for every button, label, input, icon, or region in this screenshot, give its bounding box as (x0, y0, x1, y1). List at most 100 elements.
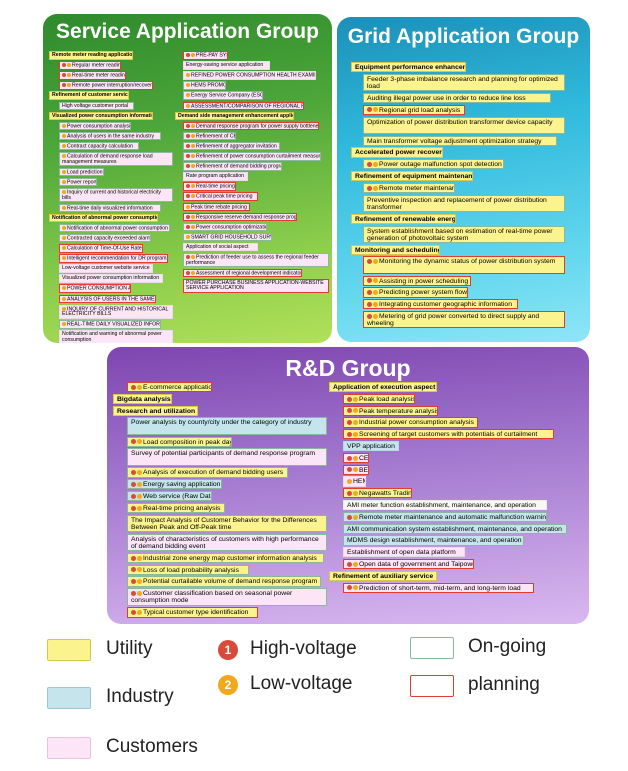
application-item: Prediction of feeder use to assess the r… (183, 253, 329, 268)
low-voltage-icon (191, 133, 195, 138)
rnd-group-title: R&D Group (285, 355, 411, 381)
item-label: Potential curtailable volume of demand r… (143, 578, 318, 586)
item-label: ASSESSMENT/COMPARISON OF REGIONAL POWER … (191, 102, 303, 109)
item-label: Visualized power consumption information (52, 112, 153, 119)
item-label: Responsive reserve demand response progr… (196, 213, 297, 220)
legend-planning: planning (468, 674, 540, 695)
item-label: Establishment of open data platform (347, 549, 456, 557)
item-label: Assisting in power scheduling (379, 277, 469, 285)
low-voltage-icon (191, 154, 195, 158)
high-voltage-icon (347, 431, 352, 437)
high-voltage-icon (131, 555, 136, 561)
item-label: Inquiry of current and historical electr… (62, 189, 161, 201)
low-voltage-icon (62, 189, 66, 194)
item-label: Visualized power consumption information (62, 275, 160, 282)
application-item: Power analysis by county/city under the … (127, 417, 327, 435)
application-item: Survey of potential participants of dema… (127, 448, 327, 466)
low-voltage-icon (62, 286, 66, 291)
application-item: Refinement of CBL (183, 131, 236, 141)
item-label: Refinement of power consumption curtailm… (196, 153, 322, 160)
application-item: Inquiry of current and historical electr… (59, 187, 173, 203)
low-voltage-icon (353, 490, 358, 496)
item-label: Bigdata analysis (117, 395, 171, 403)
item-label: POWER PURCHASE BUSINESS APPLICATION-WEBS… (186, 279, 324, 292)
application-item: Load prediction (59, 167, 105, 177)
application-item: Load composition in peak day (127, 436, 232, 447)
application-item: Power consumption analysis (59, 121, 132, 131)
application-item: Calculation of Time-Of-Use Rate (59, 244, 144, 253)
application-item: Monitoring the dynamic status of power d… (363, 256, 565, 274)
item-label: Integrating customer geographic informat… (379, 301, 512, 309)
low-voltage-icon (62, 322, 66, 327)
item-label: Monitoring the dynamic status of power d… (379, 258, 556, 266)
item-label: Application of social aspect (186, 243, 249, 250)
application-item: SMART GRID HOUSEHOLD SURVEILLANCE (183, 232, 273, 242)
low-voltage-icon (137, 470, 142, 476)
low-voltage-icon (191, 184, 195, 189)
high-voltage-icon (347, 396, 352, 402)
application-item: INQUIRY OF CURRENT AND HISTORICAL ELECTR… (59, 304, 173, 319)
low-voltage-icon (191, 164, 195, 169)
application-item: Peak temperature analysis (343, 405, 439, 416)
low-voltage-icon (373, 313, 378, 319)
item-label: Peak load analysis (359, 395, 415, 403)
legend-utility: Utility (106, 638, 153, 659)
item-label: Contracted capacity exceeded alarm (67, 235, 151, 242)
category-header: Refinement of customer service (49, 91, 129, 100)
high-voltage-icon (186, 224, 190, 229)
high-voltage-icon (367, 107, 372, 113)
item-label: Energy-saving service application (186, 62, 264, 69)
application-item: Energy-saving service application (183, 61, 270, 70)
item-label: Monitoring and scheduling (355, 246, 440, 254)
item-label: Equipment performance enhancement (355, 64, 465, 71)
legend-low-voltage: Low-voltage (250, 673, 353, 694)
item-label: Notification of abnormal power consumpti… (67, 225, 168, 232)
item-label: Optimization of power distribution trans… (367, 118, 553, 126)
application-item: Real-time meter reading (59, 71, 127, 80)
high-voltage-icon (347, 467, 352, 473)
low-voltage-icon (62, 205, 66, 210)
high-voltage-icon (367, 301, 372, 307)
low-voltage-icon (186, 83, 190, 88)
application-item: HEMS (343, 476, 366, 487)
category-header: Refinement of equipment maintenance (351, 171, 473, 182)
high-voltage-icon (367, 259, 372, 265)
service-group-title: Service Application Group (56, 20, 319, 43)
application-item: Power report (59, 177, 97, 187)
item-label: Peak temperature analysis (359, 407, 439, 415)
item-label: PRE-PAY SYSTEM (196, 52, 227, 59)
low-voltage-icon (137, 579, 142, 585)
application-item: MDMS design establishment, maintenance, … (343, 535, 524, 546)
item-label: Real-time meter reading (72, 72, 127, 79)
application-item: ANALYSIS OF USERS IN THE SAME REGION (59, 294, 156, 304)
low-voltage-icon (186, 234, 190, 239)
item-label: REFINED POWER CONSUMPTION HEALTH EXAMINA… (191, 72, 315, 79)
application-item: Demand response program for power supply… (183, 121, 319, 131)
application-item: Notification and warning of abnormal pow… (59, 330, 173, 343)
high-voltage-icon (131, 384, 136, 390)
high-voltage-icon (131, 567, 136, 573)
application-item: Screening of target customers with poten… (343, 429, 554, 440)
low-voltage-icon (353, 431, 358, 437)
application-item: High voltage customer portal (59, 101, 134, 111)
application-item: Real-time daily visualized information (59, 203, 161, 213)
application-item: E-commerce application (127, 382, 213, 393)
low-voltage-icon (186, 103, 190, 108)
low-voltage-icon (353, 467, 358, 473)
application-item: Power consumption optimization (183, 222, 268, 232)
application-item: Energy saving application (127, 479, 223, 490)
high-voltage-icon (347, 420, 352, 426)
item-label: Auditing illegal power use in order to r… (367, 94, 526, 102)
low-voltage-icon (137, 481, 142, 487)
application-item: Refinement of power consumption curtailm… (183, 152, 322, 161)
low-voltage-icon (191, 194, 195, 199)
category-header: Demand side management enhancement appli… (175, 111, 294, 121)
application-item: POWER PURCHASE BUSINESS APPLICATION-WEBS… (183, 278, 329, 293)
planning-swatch (410, 675, 454, 697)
item-label: Load composition in peak day (143, 438, 232, 446)
item-label: Power outage malfunction spot detection (379, 161, 502, 169)
item-label: Calculation of Time-Of-Use Rate (67, 245, 142, 252)
high-voltage-icon (131, 590, 136, 596)
item-label: REAL-TIME DAILY VISUALIZED INFORMATION (67, 321, 160, 328)
low-voltage-icon (62, 256, 66, 261)
